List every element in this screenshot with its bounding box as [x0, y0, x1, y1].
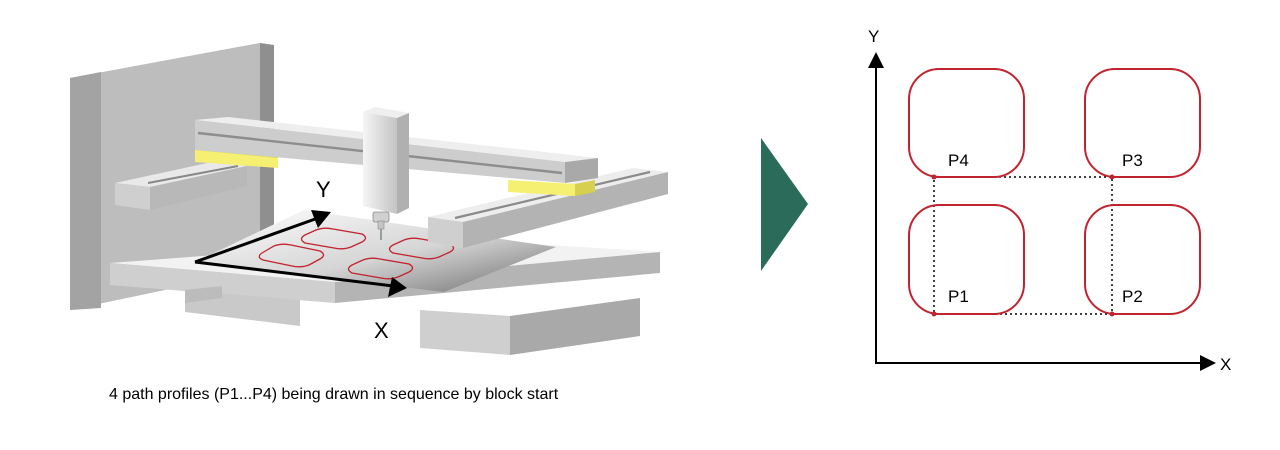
- sheet-profile-1: [258, 243, 325, 268]
- profile-p2-shape: [1084, 204, 1201, 315]
- profile-p1-shape: [908, 204, 1025, 315]
- sheet-profile-3: [347, 257, 414, 280]
- profile-p4-start-point: [931, 174, 937, 180]
- profile-p2-start-point: [1109, 311, 1115, 317]
- right-rail: [428, 168, 668, 248]
- left-rail: [115, 162, 247, 210]
- machine-x-axis-line: [194, 260, 394, 288]
- machine-y-axis-label: Y: [316, 177, 331, 202]
- path-profiles-on-sheet: [258, 227, 455, 280]
- plot-y-axis-label: Y: [868, 27, 879, 46]
- diagram-caption: 4 path profiles (P1...P4) being drawn in…: [109, 386, 559, 403]
- transition-arrow-icon: [761, 138, 808, 271]
- profile-p1-label: P1: [948, 287, 969, 306]
- sheet-profile-2: [300, 227, 367, 250]
- profile-p1-start-point: [931, 311, 937, 317]
- profile-p3-label: P3: [1122, 151, 1143, 170]
- machine-x-axis-label: X: [374, 318, 389, 343]
- machine-x-arrowhead: [388, 277, 407, 297]
- machine-y-axis-line: [194, 216, 319, 264]
- profile-p4-label: P4: [948, 151, 969, 170]
- sequence-path-dotted: [933, 176, 1113, 315]
- plot-x-arrowhead: [1200, 355, 1216, 371]
- machine-y-arrowhead: [311, 210, 331, 228]
- gantry-machine-illustration: X Y: [70, 43, 668, 355]
- path-profile-plot: Y X P1 P2 P3 P4: [868, 27, 1231, 374]
- sheet-profile-4: [388, 237, 455, 260]
- spindle: [363, 107, 409, 240]
- profile-p3-start-point: [1109, 174, 1115, 180]
- machine-axis-arrows: [194, 210, 407, 297]
- profile-p3-shape: [1084, 68, 1201, 178]
- profile-p4-shape: [908, 68, 1025, 178]
- plot-y-arrowhead: [868, 52, 884, 68]
- profile-p2-label: P2: [1122, 287, 1143, 306]
- plot-x-axis-label: X: [1220, 355, 1231, 374]
